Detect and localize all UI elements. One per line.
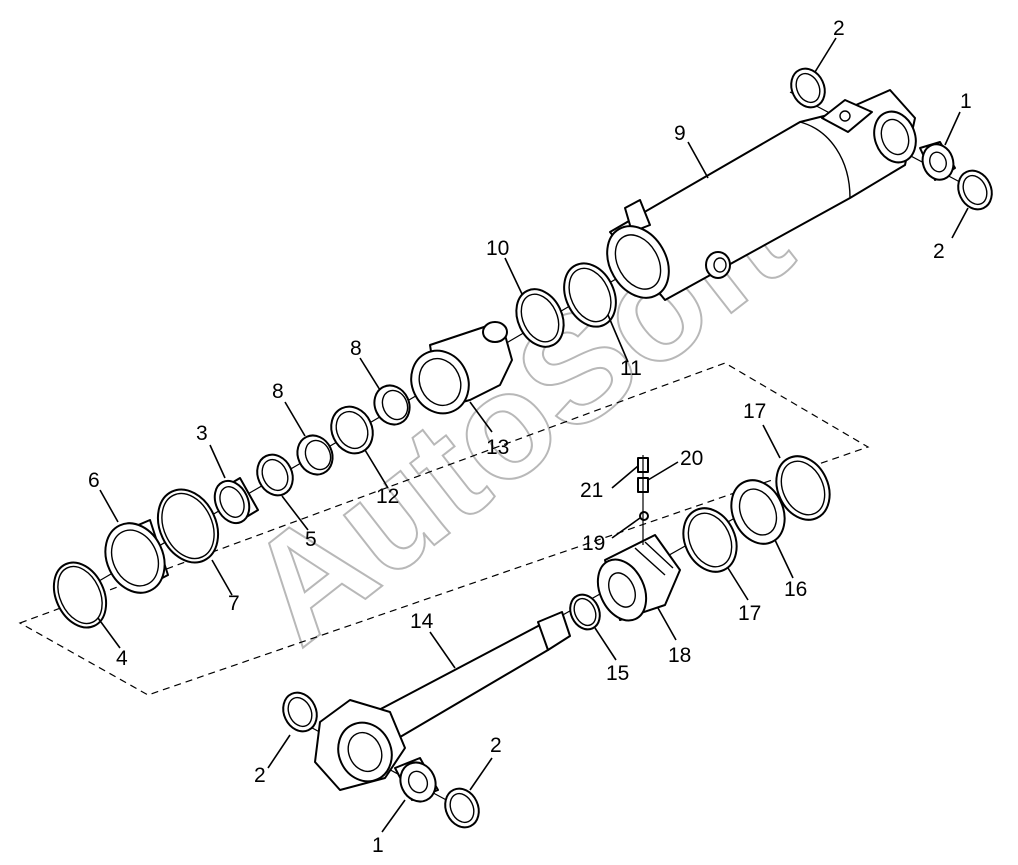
bushing-top (919, 141, 956, 181)
ring-part-16 (730, 479, 786, 545)
bushing-bottom (394, 757, 439, 803)
snap-ring-bottom-right (444, 787, 480, 829)
ring-part-10 (515, 288, 565, 348)
callout-4: 4 (116, 647, 128, 670)
snap-ring-part-7 (156, 488, 220, 564)
ring-part-17-upper (775, 455, 831, 521)
callout-18: 18 (668, 644, 691, 667)
callout-2-top: 2 (833, 17, 845, 40)
callout-7: 7 (228, 592, 240, 615)
piston-rod-part-14 (314, 611, 571, 791)
snap-ring-top (790, 67, 826, 109)
cylinder-barrel (606, 89, 917, 301)
leader-lines (97, 37, 969, 833)
callout-6: 6 (88, 469, 100, 492)
ring-part-5 (256, 453, 294, 497)
callout-12: 12 (376, 485, 399, 508)
callout-14: 14 (410, 610, 434, 633)
callout-20: 20 (680, 447, 703, 470)
callout-15: 15 (606, 662, 629, 685)
snap-ring-right (957, 169, 993, 211)
ring-part-11 (563, 262, 617, 328)
head-part-6 (104, 519, 169, 594)
callout-16: 16 (784, 578, 807, 601)
callout-3: 3 (196, 422, 208, 445)
callout-5: 5 (305, 528, 317, 551)
ring-part-17-lower (682, 507, 738, 573)
callout-17-bottom: 17 (738, 602, 761, 625)
seal-part-12 (330, 405, 374, 455)
ring-part-4 (52, 561, 108, 629)
assembly-boundary-dashed (18, 362, 870, 696)
callout-13: 13 (486, 436, 509, 459)
callout-8-upper: 8 (350, 337, 362, 360)
callout-1-bottom: 1 (372, 834, 384, 857)
gland-part-13 (410, 321, 513, 415)
callout-1-top: 1 (960, 90, 972, 113)
callout-8-lower: 8 (272, 380, 284, 403)
callout-21: 21 (580, 479, 603, 502)
o-ring-part-15 (569, 593, 601, 631)
ball-part-19 (639, 511, 649, 521)
callout-10: 10 (486, 237, 509, 260)
callout-2-right: 2 (933, 240, 945, 263)
callout-2-bottom-right: 2 (490, 734, 502, 757)
callout-11: 11 (620, 357, 642, 380)
wiper-part-3 (213, 477, 259, 525)
callout-9: 9 (674, 122, 686, 145)
callout-2-bottom-left: 2 (254, 764, 266, 787)
ring-part-8-upper (373, 384, 411, 426)
piston-part-18 (596, 534, 681, 622)
callout-19: 19 (582, 532, 605, 555)
callout-17-top: 17 (743, 400, 766, 423)
ring-part-8-lower (296, 434, 334, 476)
snap-ring-bottom-left (282, 691, 318, 733)
